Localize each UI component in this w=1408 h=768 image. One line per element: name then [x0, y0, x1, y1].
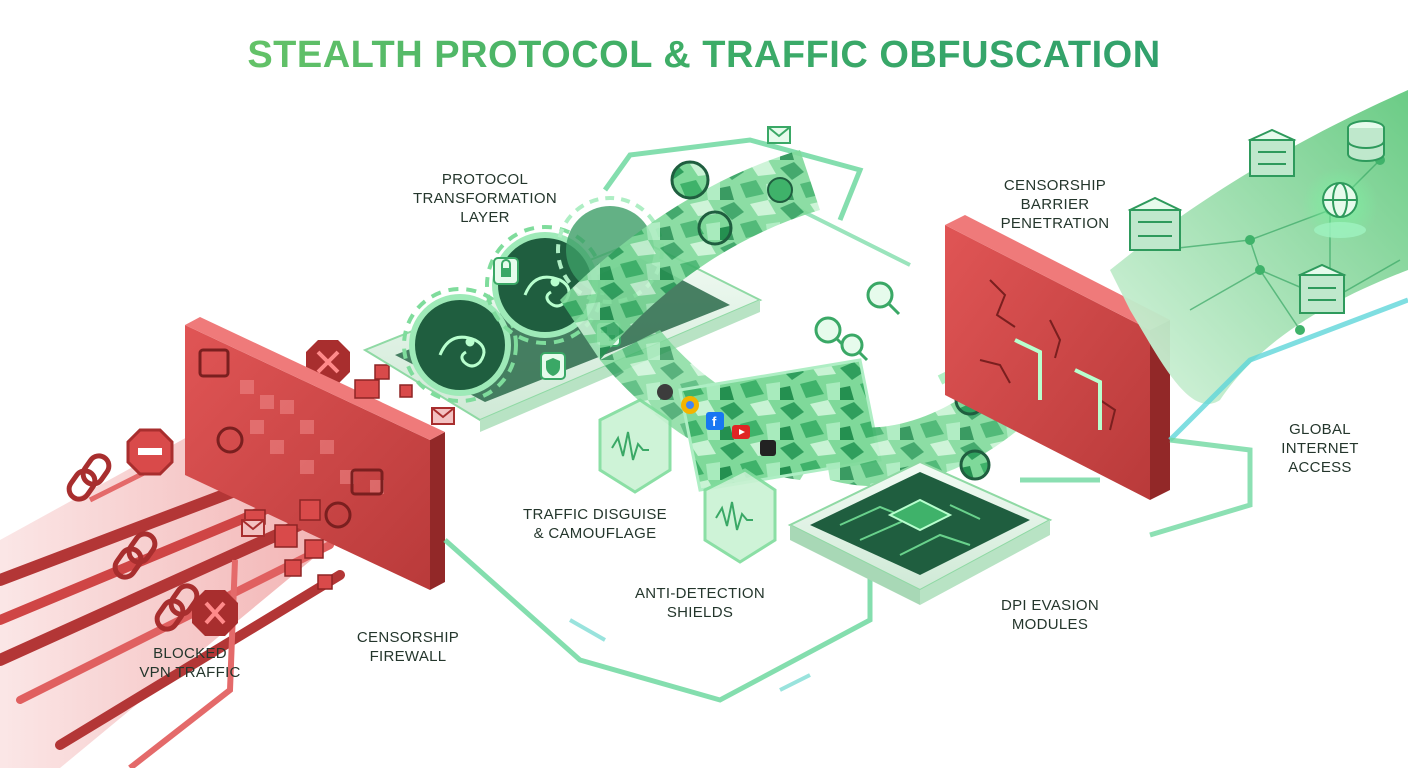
label-traffic-disguise: TRAFFIC DISGUISE & CAMOUFLAGE — [523, 506, 667, 542]
dpi-evasion-module — [787, 460, 1053, 605]
label-barrier-penetration: CENSORSHIP BARRIER PENETRATION — [1000, 177, 1110, 232]
chain-icon — [66, 453, 200, 632]
label-blocked-vpn: BLOCKED VPN TRAFFIC — [139, 645, 241, 681]
page-title: STEALTH PROTOCOL & TRAFFIC OBFUSCATION — [0, 34, 1408, 77]
database-icon — [1347, 120, 1385, 162]
chrome-icon — [681, 396, 699, 414]
label-protocol-layer: PROTOCOL TRANSFORMATION LAYER — [413, 171, 557, 226]
shield-icon — [540, 352, 566, 380]
tv-icon — [760, 440, 776, 456]
facebook-icon: f — [706, 412, 724, 430]
svg-text:f: f — [712, 414, 717, 429]
youtube-icon — [732, 425, 750, 439]
label-global-access: GLOBAL INTERNET ACCESS — [1281, 421, 1359, 476]
lock-icon — [493, 257, 519, 285]
tunnel-connector-line — [443, 530, 873, 703]
label-dpi-evasion: DPI EVASION MODULES — [1000, 597, 1100, 633]
magnifier-icon — [814, 281, 901, 362]
upper-connector-line — [602, 137, 864, 221]
censorship-firewall — [185, 317, 445, 590]
stop-sign-icon — [126, 428, 174, 476]
label-censorship-firewall: CENSORSHIP FIREWALL — [356, 629, 460, 665]
server-icon — [1127, 128, 1347, 314]
envelope-icon — [241, 126, 791, 537]
app-icons: f — [657, 384, 776, 456]
label-anti-detection: ANTI-DETECTION SHIELDS — [634, 585, 766, 621]
globe-icon — [1302, 167, 1378, 243]
anti-detection-shields — [598, 398, 777, 564]
